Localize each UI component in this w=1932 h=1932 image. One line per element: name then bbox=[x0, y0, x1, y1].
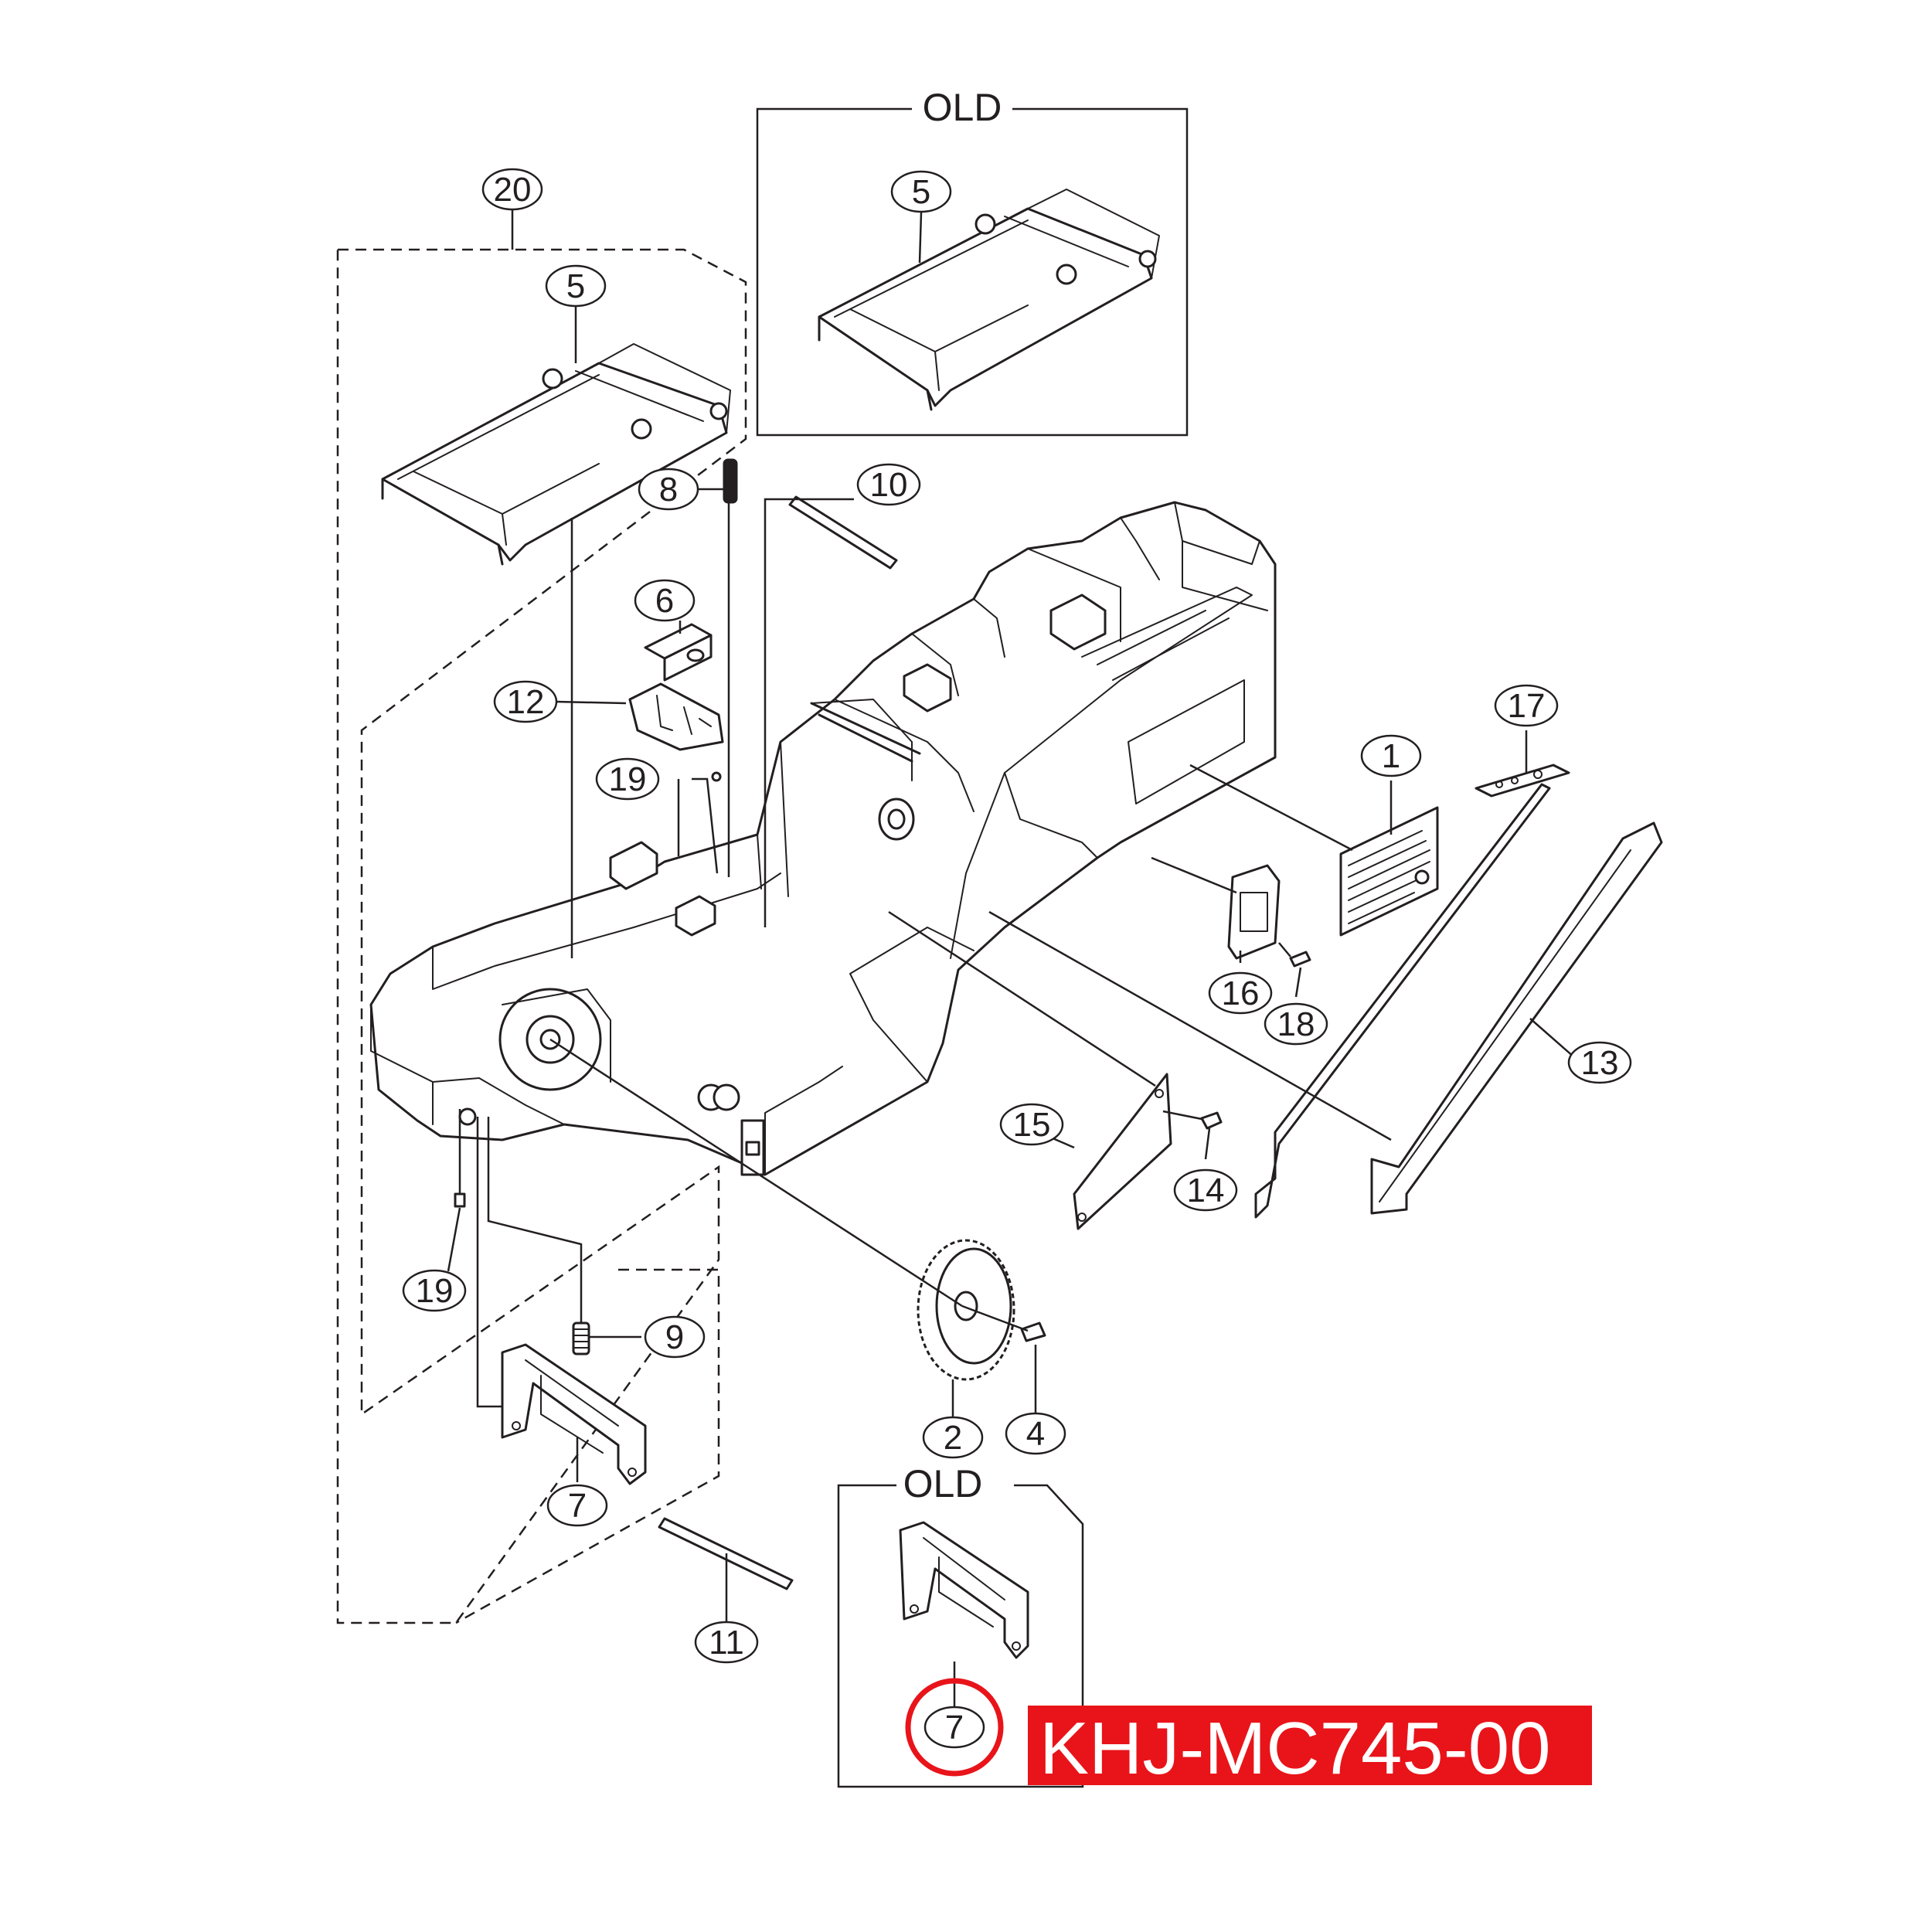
part-2-sprocket bbox=[917, 1239, 1015, 1381]
part-number-text: KHJ-MC745-00 bbox=[1039, 1707, 1551, 1790]
svg-text:13: 13 bbox=[1581, 1044, 1619, 1082]
old-box-top: OLD bbox=[756, 86, 1189, 437]
callout-9[interactable]: 9 bbox=[644, 1315, 706, 1359]
part-5-tape-guide bbox=[381, 343, 731, 566]
part-9-spring bbox=[572, 1321, 590, 1355]
part-1-label-plate bbox=[1339, 806, 1439, 937]
feeder-main-body bbox=[369, 501, 1277, 1176]
svg-text:19: 19 bbox=[609, 760, 647, 798]
part-19-setscrew-lower bbox=[454, 1192, 466, 1208]
part-14-screw bbox=[1200, 1111, 1223, 1130]
svg-text:6: 6 bbox=[655, 582, 674, 620]
svg-text:7: 7 bbox=[568, 1487, 587, 1525]
svg-text:5: 5 bbox=[566, 267, 585, 305]
callout-11[interactable]: 11 bbox=[694, 1621, 759, 1664]
part-16-bracket bbox=[1227, 864, 1281, 960]
svg-text:15: 15 bbox=[1013, 1106, 1051, 1144]
svg-text:20: 20 bbox=[494, 171, 532, 209]
callout-10[interactable]: 10 bbox=[856, 463, 921, 506]
part-18-screw bbox=[1289, 951, 1311, 968]
part-17-guide-strip bbox=[1254, 764, 1570, 1219]
part-8-pin bbox=[723, 458, 738, 504]
callout-15[interactable]: 15 bbox=[999, 1103, 1064, 1146]
assembly-20-boundary bbox=[336, 248, 747, 1624]
callout-4[interactable]: 4 bbox=[1005, 1412, 1066, 1455]
svg-text:11: 11 bbox=[709, 1624, 744, 1662]
old-box-top-label: OLD bbox=[923, 86, 1002, 129]
part-12-holder bbox=[628, 682, 724, 751]
svg-text:1: 1 bbox=[1382, 737, 1400, 775]
svg-text:2: 2 bbox=[944, 1419, 962, 1457]
svg-text:8: 8 bbox=[659, 471, 678, 509]
lower-sub-boundary bbox=[455, 1268, 720, 1624]
svg-text:10: 10 bbox=[870, 466, 908, 504]
svg-text:7: 7 bbox=[945, 1709, 964, 1747]
svg-text:14: 14 bbox=[1187, 1172, 1225, 1209]
svg-text:17: 17 bbox=[1508, 687, 1546, 725]
callout-5[interactable]: 5 bbox=[545, 264, 607, 308]
part-15-plate bbox=[1073, 1073, 1172, 1230]
svg-text:9: 9 bbox=[665, 1318, 684, 1356]
callout-19-upper[interactable]: 19 bbox=[595, 757, 660, 801]
callout-16[interactable]: 16 bbox=[1208, 971, 1273, 1015]
callout-8[interactable]: 8 bbox=[638, 468, 699, 511]
svg-text:5: 5 bbox=[912, 173, 930, 211]
callout-20[interactable]: 20 bbox=[481, 168, 543, 211]
part-6-block bbox=[644, 623, 713, 682]
highlight-ring bbox=[905, 1678, 1004, 1777]
svg-text:16: 16 bbox=[1222, 975, 1260, 1012]
old-box-bottom: OLD bbox=[837, 1462, 1084, 1788]
svg-text:4: 4 bbox=[1026, 1415, 1045, 1453]
old-box-bottom-label: OLD bbox=[903, 1462, 983, 1505]
callout-17[interactable]: 17 bbox=[1494, 684, 1559, 727]
part-4-screw bbox=[1020, 1321, 1046, 1342]
callout-13[interactable]: 13 bbox=[1567, 1041, 1632, 1084]
leader-lines bbox=[447, 208, 1581, 1708]
part-7-lever-old bbox=[899, 1521, 1029, 1659]
callout-7[interactable]: 7 bbox=[546, 1484, 608, 1527]
callout-1[interactable]: 1 bbox=[1360, 734, 1422, 777]
callout-7-old[interactable]: 7 bbox=[923, 1706, 985, 1749]
callout-19-lower[interactable]: 19 bbox=[402, 1269, 467, 1312]
part-5-old-tape-guide bbox=[818, 189, 1160, 411]
part-19-setscrew-upper bbox=[711, 771, 722, 782]
part-10-shaft bbox=[788, 495, 898, 570]
part-number-banner: KHJ-MC745-00 bbox=[1028, 1706, 1592, 1790]
callout-12[interactable]: 12 bbox=[493, 680, 558, 723]
callout-14[interactable]: 14 bbox=[1173, 1168, 1238, 1212]
callout-6[interactable]: 6 bbox=[634, 579, 696, 622]
callout-18[interactable]: 18 bbox=[1264, 1002, 1328, 1046]
part-13-cover-strip bbox=[1370, 821, 1663, 1215]
part-7-lever bbox=[501, 1343, 647, 1485]
svg-text:12: 12 bbox=[507, 683, 545, 721]
svg-text:18: 18 bbox=[1277, 1005, 1315, 1043]
callout-2[interactable]: 2 bbox=[922, 1416, 984, 1459]
callout-5-old[interactable]: 5 bbox=[890, 170, 952, 213]
svg-text:19: 19 bbox=[416, 1272, 454, 1310]
